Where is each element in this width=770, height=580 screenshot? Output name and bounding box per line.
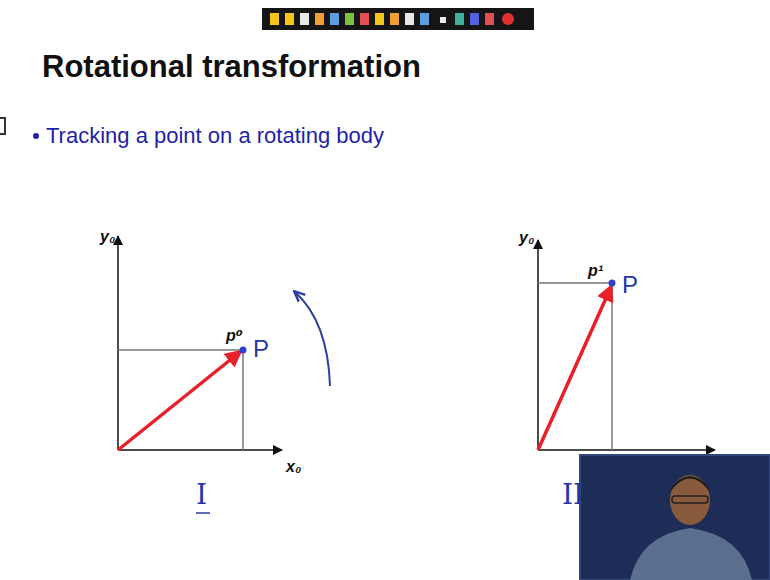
axis-label: y₀ — [100, 228, 115, 246]
axis-label: y₀ — [519, 229, 534, 247]
rigid-body: p⁰ P — [105, 300, 340, 455]
frame-one — [118, 236, 330, 513]
video-inset — [580, 455, 770, 580]
figure-number: I — [196, 480, 207, 511]
bullet-text: Tracking a point on a rotating body — [46, 124, 384, 148]
frame-two — [538, 240, 715, 450]
ellipse-outline — [105, 300, 340, 455]
rigid-body: p¹ P — [500, 250, 660, 495]
bullet — [33, 133, 39, 139]
point-label: p⁰ — [226, 327, 243, 345]
axis-label: x₀ — [286, 458, 301, 476]
slide-title: Rotational transformation — [42, 50, 421, 84]
figure-number: II — [562, 480, 584, 511]
point-name: P — [253, 336, 269, 362]
point-label: p¹ — [588, 262, 603, 280]
toolbar — [262, 8, 534, 30]
edge-mark — [0, 118, 5, 134]
point-name: P — [622, 272, 638, 298]
